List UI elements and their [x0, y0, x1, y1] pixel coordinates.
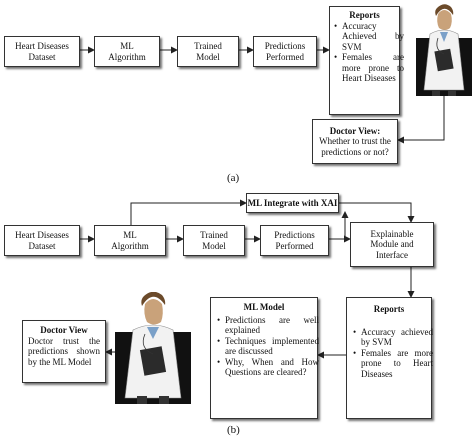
b-trained-line1: Trained: [200, 230, 228, 240]
a-doctor-view-box: Doctor View: Whether to trust the predic…: [312, 119, 398, 164]
a-doctor-view-line1: Whether to trust the: [319, 136, 391, 147]
a-trained-model-box: Trained Model: [177, 36, 239, 67]
a-doctor-view-line2: predictions or not?: [321, 146, 389, 157]
b-reports-list: Accuracy achieved by SVM Females are mor…: [352, 327, 433, 380]
a-reports-list: Accuracy Achieved by SVM Females are mor…: [333, 21, 404, 84]
b-pred-line2: Performed: [275, 240, 314, 251]
a-dataset-line2: Dataset: [28, 51, 56, 62]
b-ml-model-title: ML Model: [243, 302, 285, 312]
b-ml-model-bullet-1: Predictions are well explained: [217, 315, 319, 336]
a-doctor-view-title: Doctor View:: [329, 125, 381, 136]
b-xai-label: ML Integrate with XAI: [247, 197, 338, 208]
a-pred-line2: Performed: [266, 51, 304, 62]
b-pred-line1: Predictions: [274, 230, 315, 240]
b-ml-line1: ML: [123, 230, 137, 240]
a-reports-bullet-2: Females are more prone to Heart Diseases: [334, 52, 404, 84]
b-explain-line3: Interface: [376, 249, 408, 260]
b-ml-model-list: Predictions are well explained Technique…: [216, 315, 319, 378]
b-doctor-view-box: Doctor View Doctor trust the predictions…: [22, 320, 106, 383]
arrow-a-doctor-view: [397, 96, 445, 144]
a-caption: (a): [227, 172, 240, 184]
a-trained-line2: Model: [196, 51, 220, 62]
a-ml-algorithm-box: ML Algorithm: [94, 36, 160, 67]
b-xai-box: ML Integrate with XAI: [246, 193, 339, 213]
a-reports-box: Reports Accuracy Achieved by SVM Females…: [329, 6, 404, 115]
b-doctor-view-text: Doctor trust the predictions shown by th…: [28, 335, 100, 367]
arrow-b-ml-xai: [130, 199, 247, 225]
b-doctor-view-title: Doctor View: [40, 325, 88, 335]
a-pred-line1: Predictions: [264, 41, 306, 51]
b-ml-model-box: ML Model Predictions are well explained …: [210, 297, 319, 419]
b-reports-box: Reports Accuracy achieved by SVM Females…: [346, 297, 433, 419]
a-doctor-illustration: [416, 4, 472, 96]
b-explain-line2: Module and: [370, 239, 414, 250]
b-dataset-box: Heart Diseases Dataset: [4, 225, 80, 256]
b-reports-bullet-1: Accuracy achieved by SVM: [353, 327, 433, 348]
b-reports-title: Reports: [373, 304, 405, 314]
b-trained-model-box: Trained Model: [183, 225, 245, 256]
b-trained-line2: Model: [202, 240, 226, 251]
b-ml-model-bullet-3: Why, When and How Questions are cleared?: [217, 357, 319, 378]
b-explainable-box: Explainable Module and Interface: [350, 222, 434, 267]
a-dataset-box: Heart Diseases Dataset: [4, 36, 80, 67]
b-explain-line1: Explainable: [370, 228, 414, 239]
a-ml-line1: ML: [120, 41, 134, 51]
a-reports-title: Reports: [349, 10, 380, 20]
b-reports-bullet-2: Females are more prone to Heart Diseases: [353, 348, 433, 380]
a-dataset-line1: Heart Diseases: [15, 41, 69, 51]
arrow-b-xai-explainable: [339, 202, 415, 223]
b-caption: (b): [227, 424, 240, 436]
b-ml-algorithm-box: ML Algorithm: [94, 225, 166, 256]
a-ml-line2: Algorithm: [108, 51, 146, 62]
a-trained-line1: Trained: [194, 41, 222, 51]
b-doctor-illustration: [115, 292, 191, 404]
b-ml-model-bullet-2: Techniques implemented are discussed: [217, 336, 319, 357]
b-predictions-box: Predictions Performed: [260, 225, 329, 256]
b-dataset-line1: Heart Diseases: [15, 230, 69, 240]
b-ml-line2: Algorithm: [111, 240, 149, 251]
a-reports-bullet-1: Accuracy Achieved by SVM: [334, 21, 404, 53]
b-dataset-line2: Dataset: [28, 240, 56, 251]
a-predictions-box: Predictions Performed: [253, 36, 317, 67]
